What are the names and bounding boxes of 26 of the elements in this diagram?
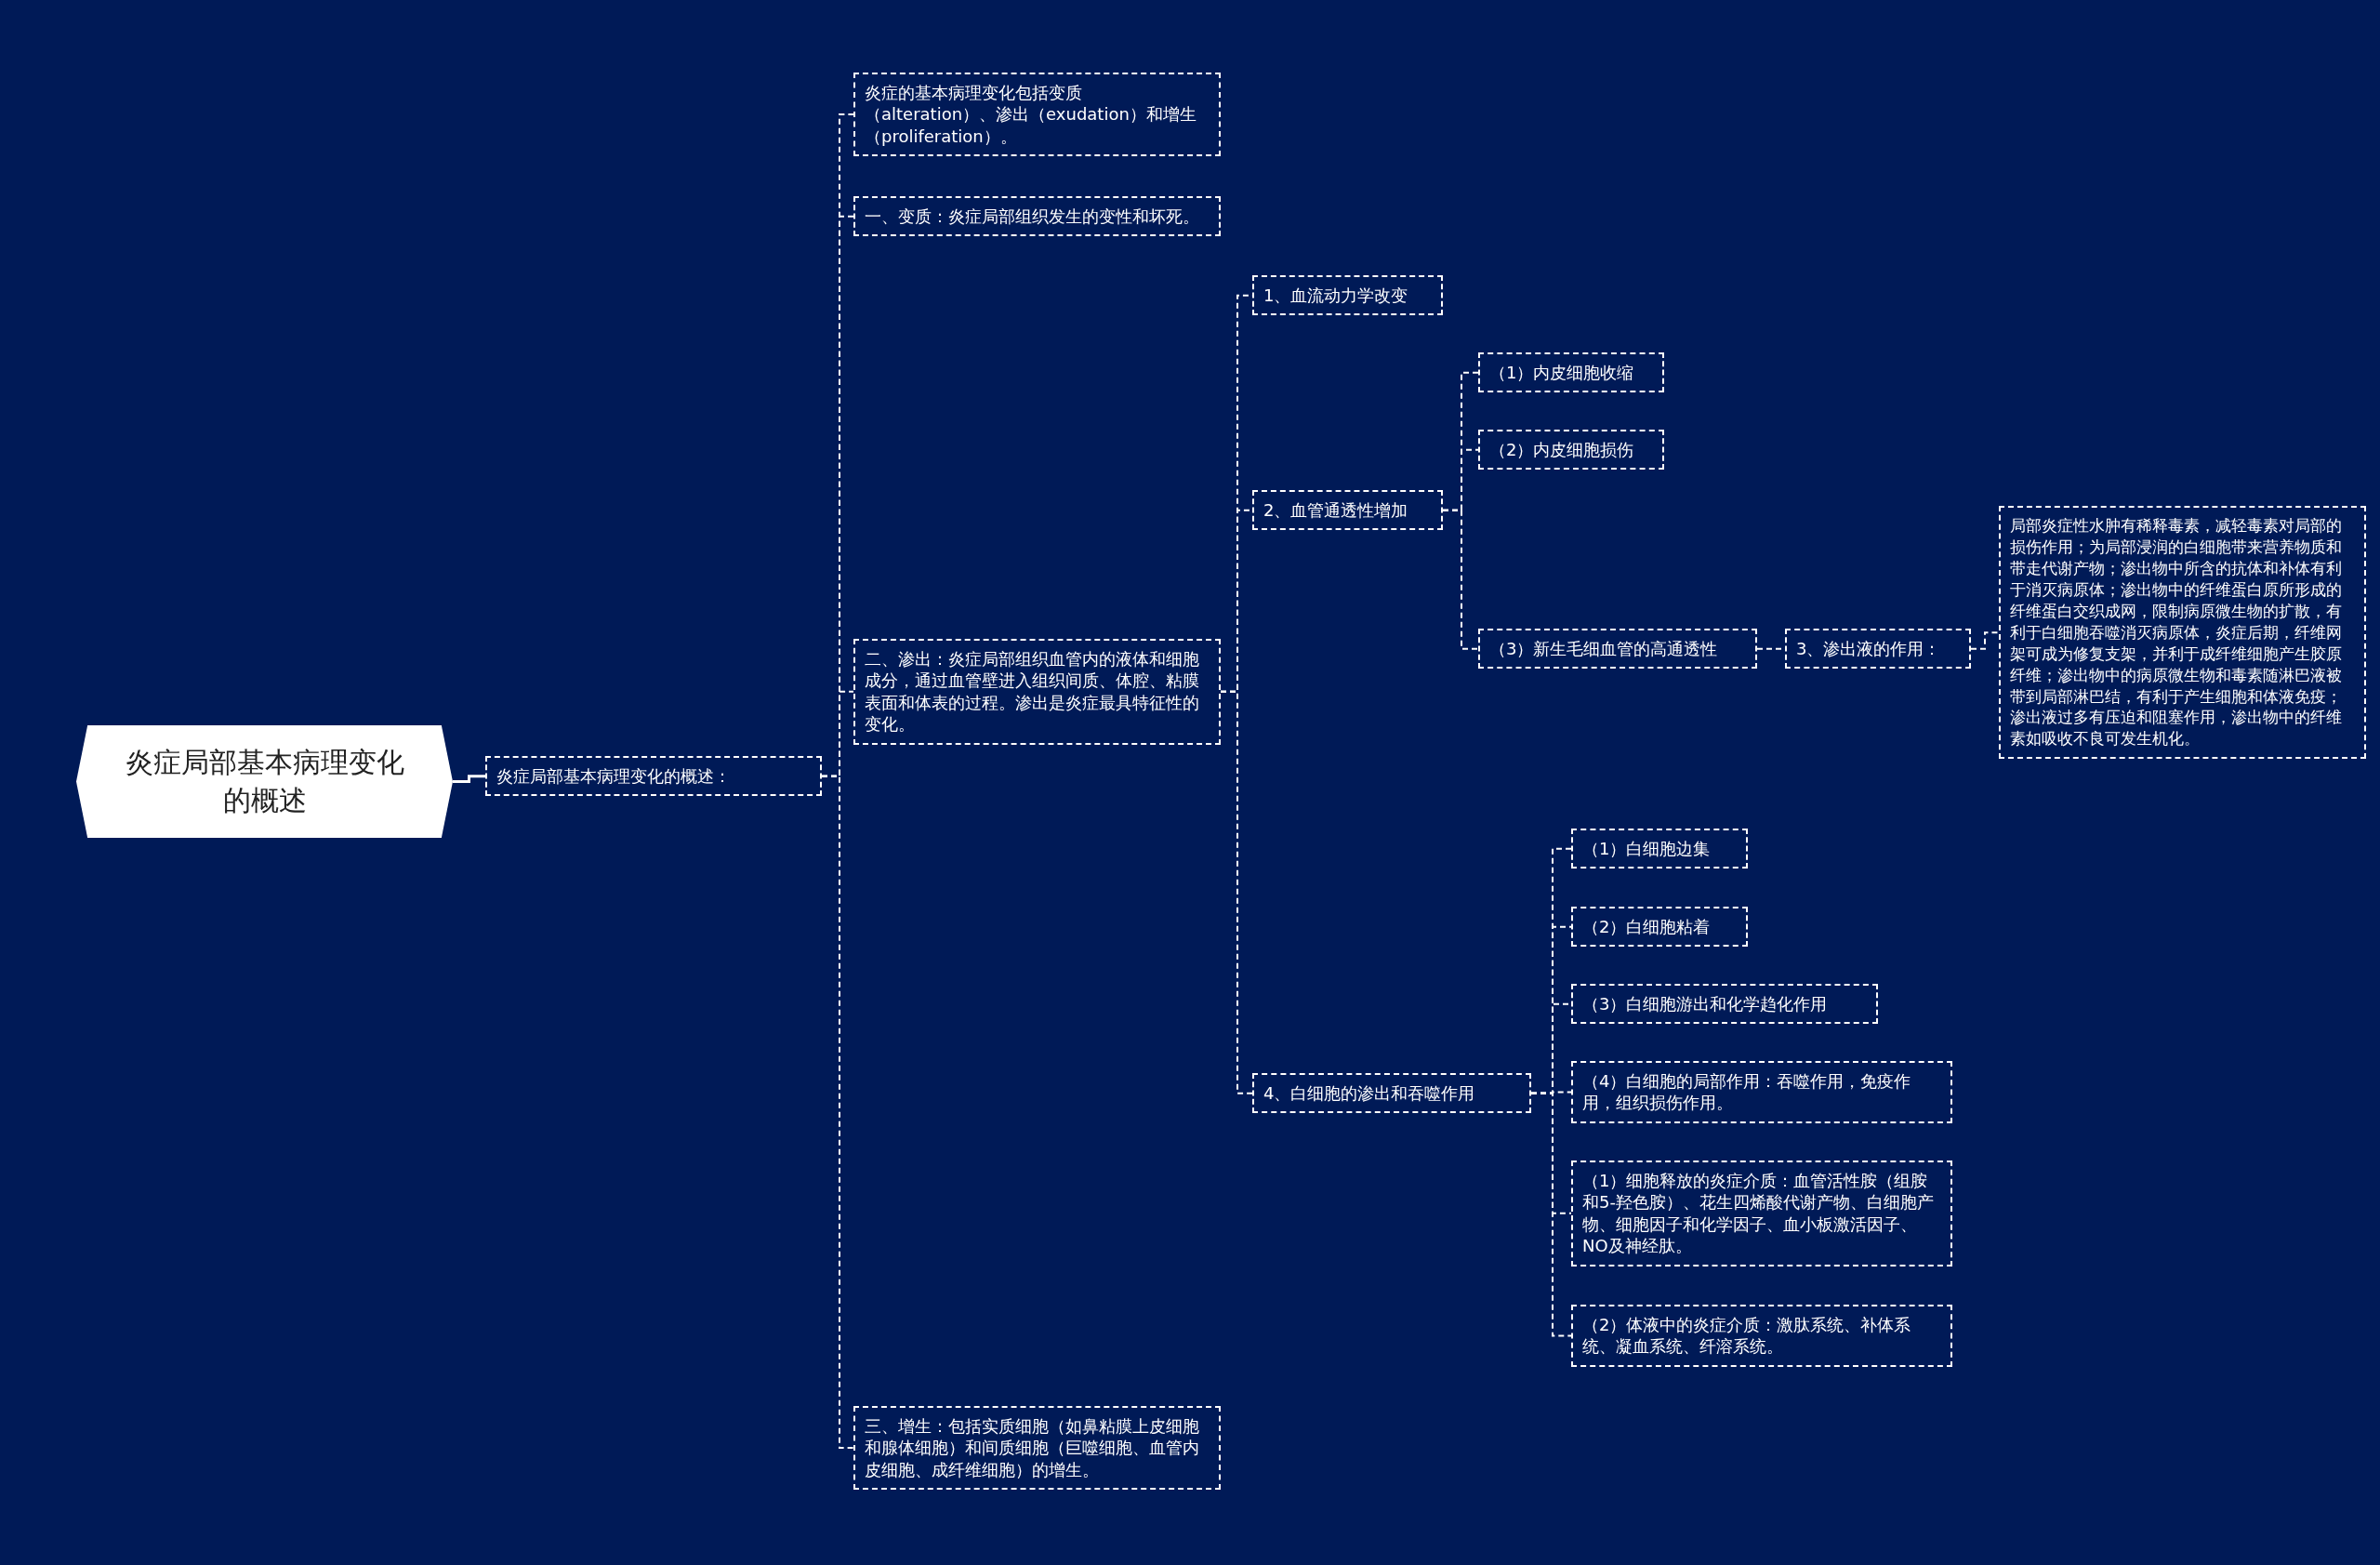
- topic-box: 4、白细胞的渗出和吞噬作用: [1252, 1073, 1531, 1114]
- topic-box: 2、血管通透性增加: [1252, 490, 1443, 531]
- topic-box: 局部炎症性水肿有稀释毒素，减轻毒素对局部的损伤作用；为局部浸润的白细胞带来营养物质和带走代谢产物；渗出物中所含的抗体和补体有利于消灭病原体；渗出物中的纤维蛋白原所形成的纤维蛋白交织成网，限制病原微生物的扩散，有利于白细胞吞噬消灭病原体，炎症后期，纤维网架可成为修复支架，并利于成纤维细胞产生胶原纤维；渗出物中的病原微生物和毒素随淋巴液被带到局部淋巴结，有利于产生细胞和体液免疫；渗出液过多有压迫和阻塞作用，渗出物中的纤维素如吸收不良可发生机化。: [1999, 506, 2366, 760]
- topic-box: （2）白细胞粘着: [1571, 907, 1748, 948]
- connector: [1970, 631, 2000, 650]
- topic-box: 二、渗出：炎症局部组织血管内的液体和细胞成分，通过血管壁进入组织间质、体腔、粘膜表面和体表的过程。渗出是炎症最具特征性的变化。: [853, 639, 1221, 745]
- topic-box: 三、增生：包括实质细胞（如鼻粘膜上皮细胞和腺体细胞）和间质细胞（巨噬细胞、血管内皮细胞、成纤维细胞）的增生。: [853, 1406, 1221, 1491]
- topic-box: （4）白细胞的局部作用：吞噬作用，免疫作用，组织损伤作用。: [1571, 1061, 1952, 1123]
- topic-box: （1）内皮细胞收缩: [1478, 352, 1664, 393]
- connector: [1530, 1092, 1572, 1337]
- topic-box: （1）细胞释放的炎症介质：血管活性胺（组胺和5-羟色胺）、花生四烯酸代谢产物、白细胞产物、细胞因子和化学因子、血小板激活因子、NO及神经肽。: [1571, 1160, 1952, 1267]
- connector: [1220, 690, 1253, 1094]
- connector: [453, 775, 485, 783]
- topic-box: （2）体液中的炎症介质：激肽系统、补体系统、凝血系统、纤溶系统。: [1571, 1305, 1952, 1367]
- hexagon-box: 炎症局部基本病理变化的概述: [76, 725, 453, 838]
- topic-box: （3）白细胞游出和化学趋化作用: [1571, 984, 1878, 1025]
- topic-box: 1、血流动力学改变: [1252, 275, 1443, 316]
- topic-box: （3）新生毛细血管的高通透性: [1478, 629, 1757, 670]
- connector: [821, 775, 854, 1450]
- topic-box: 一、变质：炎症局部组织发生的变性和坏死。: [853, 196, 1221, 237]
- topic-box: （2）内皮细胞损伤: [1478, 430, 1664, 471]
- topic-box: 炎症局部基本病理变化的概述：: [485, 756, 822, 797]
- connector: [1442, 509, 1479, 650]
- topic-box: 3、渗出液的作用：: [1785, 629, 1971, 670]
- topic-box: （1）白细胞边集: [1571, 829, 1748, 869]
- topic-box: 炎症的基本病理变化包括变质（alteration）、渗出（exudation）和增生（proliferation）。: [853, 73, 1221, 157]
